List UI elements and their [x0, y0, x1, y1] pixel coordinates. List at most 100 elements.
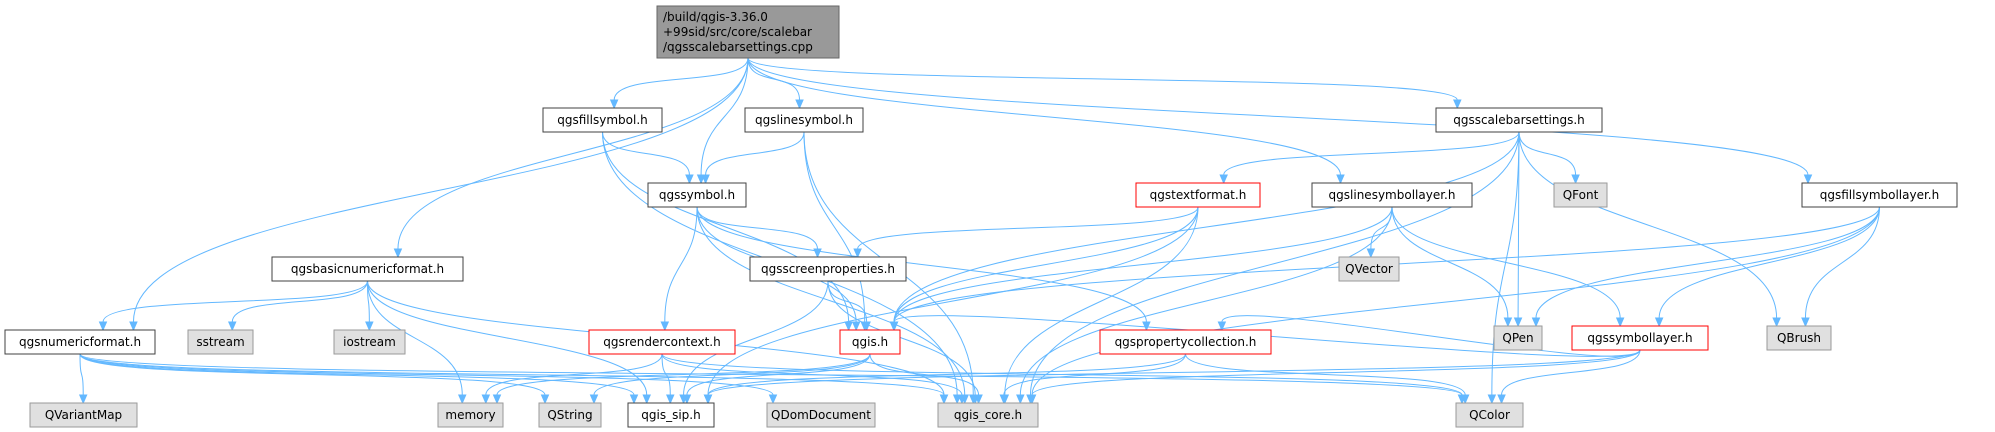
node-memory[interactable]: memory: [437, 402, 504, 428]
node-qpen[interactable]: QPen: [1493, 325, 1543, 351]
node-qvariantmap[interactable]: QVariantMap: [29, 402, 138, 428]
node-label: qgsbasicnumericformat.h: [291, 262, 444, 276]
edge-line: [705, 131, 805, 176]
node-qgstextformat[interactable]: qgstextformat.h: [1135, 182, 1261, 208]
node-qgsscalebarsettings[interactable]: qgsscalebarsettings.h: [1435, 107, 1603, 133]
arrowhead: [1654, 317, 1664, 328]
node-box: [29, 402, 138, 428]
node-label: +99sid/src/core/scalebar: [663, 25, 812, 39]
edge-line: [79, 353, 546, 396]
edge-line: [683, 280, 829, 396]
node-qgssymbollayer[interactable]: qgssymbollayer.h: [1571, 325, 1709, 351]
node-qgsscreenproperties[interactable]: qgsscreenproperties.h: [749, 256, 907, 282]
node-qgslinesymbollayer[interactable]: qgslinesymbollayer.h: [1311, 182, 1473, 208]
arrowhead: [481, 394, 491, 405]
node-qgssymbol[interactable]: qgssymbol.h: [647, 182, 747, 208]
node-box: [839, 329, 901, 355]
arrowhead: [1571, 174, 1580, 185]
arrowhead: [1772, 317, 1781, 328]
node-box: [1338, 256, 1400, 282]
edge-line: [102, 280, 368, 323]
edge-qgslinesymbol-to-qgssymbol: [701, 131, 805, 185]
edge-line: [700, 57, 749, 176]
node-box: [1553, 182, 1608, 208]
arrowhead: [98, 321, 108, 332]
node-qfont[interactable]: QFont: [1553, 182, 1608, 208]
edge-line: [661, 353, 1463, 396]
node-qstring[interactable]: QString: [538, 402, 602, 428]
edge-line: [1804, 206, 1880, 319]
arrowhead: [227, 321, 237, 332]
node-box: [766, 402, 876, 428]
edge-qgsrendercontext-to-qgis_core: [661, 353, 967, 405]
node-box: [588, 329, 736, 355]
arrowhead: [1460, 394, 1470, 405]
node-sstream[interactable]: sstream: [187, 329, 254, 355]
edge-line: [79, 353, 945, 396]
edge-line: [1019, 206, 1393, 396]
node-label: qgsfillsymbollayer.h: [1820, 188, 1939, 202]
edge-line: [827, 280, 976, 396]
arrowhead: [666, 394, 675, 405]
node-box: [647, 182, 747, 208]
arrowhead: [957, 394, 967, 405]
node-qcolor[interactable]: QColor: [1455, 402, 1524, 428]
edge-line: [613, 57, 749, 101]
edge-qgsfillsymbollayer-to-qpen: [1531, 206, 1880, 328]
node-qgslinesymbol[interactable]: qgslinesymbol.h: [744, 107, 864, 133]
node-box: [1435, 107, 1603, 133]
edge-qgssymbollayer-to-qgspropertycollection: [1217, 315, 1641, 357]
node-root[interactable]: /build/qgis-3.36.0+99sid/src/core/scaleb…: [656, 5, 840, 59]
node-qgis_sip[interactable]: qgis_sip.h: [627, 402, 715, 428]
edge-line: [1518, 131, 1577, 176]
edge-qgsscalebarsettings-to-qcolor: [1487, 131, 1520, 405]
arrowhead: [609, 99, 619, 110]
node-qgspropertycollection[interactable]: qgspropertycollection.h: [1099, 329, 1272, 355]
arrowhead: [457, 394, 467, 405]
edge-line: [1391, 206, 1621, 319]
edge-qgsscalebarsettings-to-qpen: [1513, 131, 1523, 328]
edge-qgsnumericformat-to-qvariantmap: [78, 353, 88, 405]
node-qdomdocument[interactable]: QDomDocument: [766, 402, 876, 428]
edge-line: [696, 206, 1147, 323]
edge-line: [857, 206, 1199, 250]
edge-line: [79, 353, 84, 396]
node-label: sstream: [196, 335, 244, 349]
node-box: [937, 402, 1039, 428]
node-box: [333, 329, 406, 355]
edge-line: [1031, 349, 1641, 396]
edge-qgsnumericformat-to-qstring: [79, 353, 550, 405]
edge-qgssymbol-to-qgsrendercontext: [660, 206, 698, 332]
arrowhead: [365, 321, 374, 332]
node-box: [744, 107, 864, 133]
node-qvector[interactable]: QVector: [1338, 256, 1400, 282]
node-qgsfillsymbol[interactable]: qgsfillsymbol.h: [542, 107, 663, 133]
edge-line: [132, 57, 749, 323]
edge-line: [1658, 206, 1880, 319]
edge-qgssymbol-to-qgspropertycollection: [696, 206, 1151, 332]
node-label: qgsfillsymbol.h: [557, 113, 647, 127]
edge-line: [367, 280, 463, 396]
node-label: qgsnumericformat.h: [19, 335, 141, 349]
edge-line: [747, 57, 1809, 176]
node-qgsnumericformat[interactable]: qgsnumericformat.h: [4, 329, 156, 355]
node-qgis[interactable]: qgis.h: [839, 329, 901, 355]
edge-qgsrendercontext-to-qgis_sip: [661, 353, 675, 405]
node-qgsfillsymbollayer[interactable]: qgsfillsymbollayer.h: [1801, 182, 1958, 208]
node-qgis_core[interactable]: qgis_core.h: [937, 402, 1039, 428]
node-label: iostream: [343, 335, 396, 349]
node-iostream[interactable]: iostream: [333, 329, 406, 355]
node-label: qgis.h: [852, 335, 888, 349]
node-label: qgstextformat.h: [1150, 188, 1247, 202]
edge-qgsnumericformat-to-qgis_sip: [79, 353, 639, 405]
node-qgsrendercontext[interactable]: qgsrendercontext.h: [588, 329, 736, 355]
node-label: qgsscalebarsettings.h: [1453, 113, 1585, 127]
edge-root-to-qgsbasicnumericformat: [393, 57, 749, 259]
node-qbrush[interactable]: QBrush: [1766, 325, 1832, 351]
node-qgsbasicnumericformat[interactable]: qgsbasicnumericformat.h: [271, 256, 464, 282]
edge-qgis-to-qgis_sip: [682, 353, 871, 405]
edge-qgis-to-qstring: [589, 353, 871, 405]
node-label: QColor: [1469, 408, 1510, 422]
node-box: [538, 402, 602, 428]
